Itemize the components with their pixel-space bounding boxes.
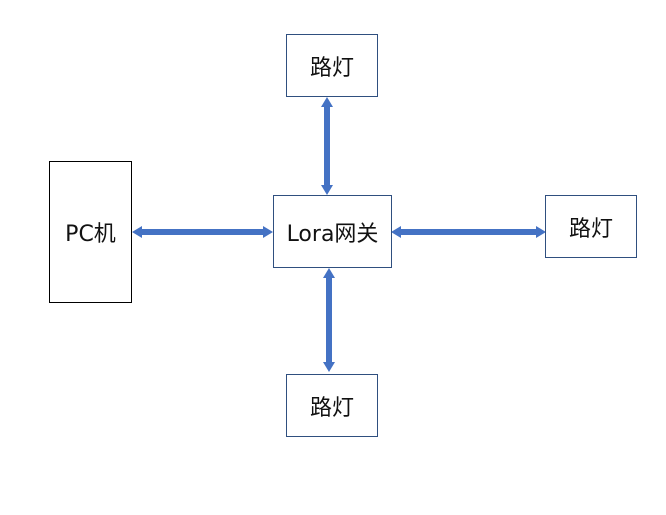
street-lamp-node-right: 路灯 xyxy=(545,195,637,258)
street-lamp-node-bottom: 路灯 xyxy=(286,374,378,437)
arrow-gateway-lamp-bottom xyxy=(323,268,335,372)
street-lamp-node-top: 路灯 xyxy=(286,34,378,97)
pc-label: PC机 xyxy=(65,222,116,247)
gateway-label: Lora网关 xyxy=(286,221,379,247)
arrow-gateway-lamp-right xyxy=(391,226,546,238)
lamp-top-label: 路灯 xyxy=(309,55,354,81)
lamp-bottom-label: 路灯 xyxy=(309,395,354,421)
lora-gateway-node: Lora网关 xyxy=(273,195,392,268)
arrow-pc-gateway xyxy=(132,226,273,238)
lamp-right-label: 路灯 xyxy=(568,216,613,242)
arrow-gateway-lamp-top xyxy=(321,97,333,195)
pc-node: PC机 xyxy=(49,161,132,303)
